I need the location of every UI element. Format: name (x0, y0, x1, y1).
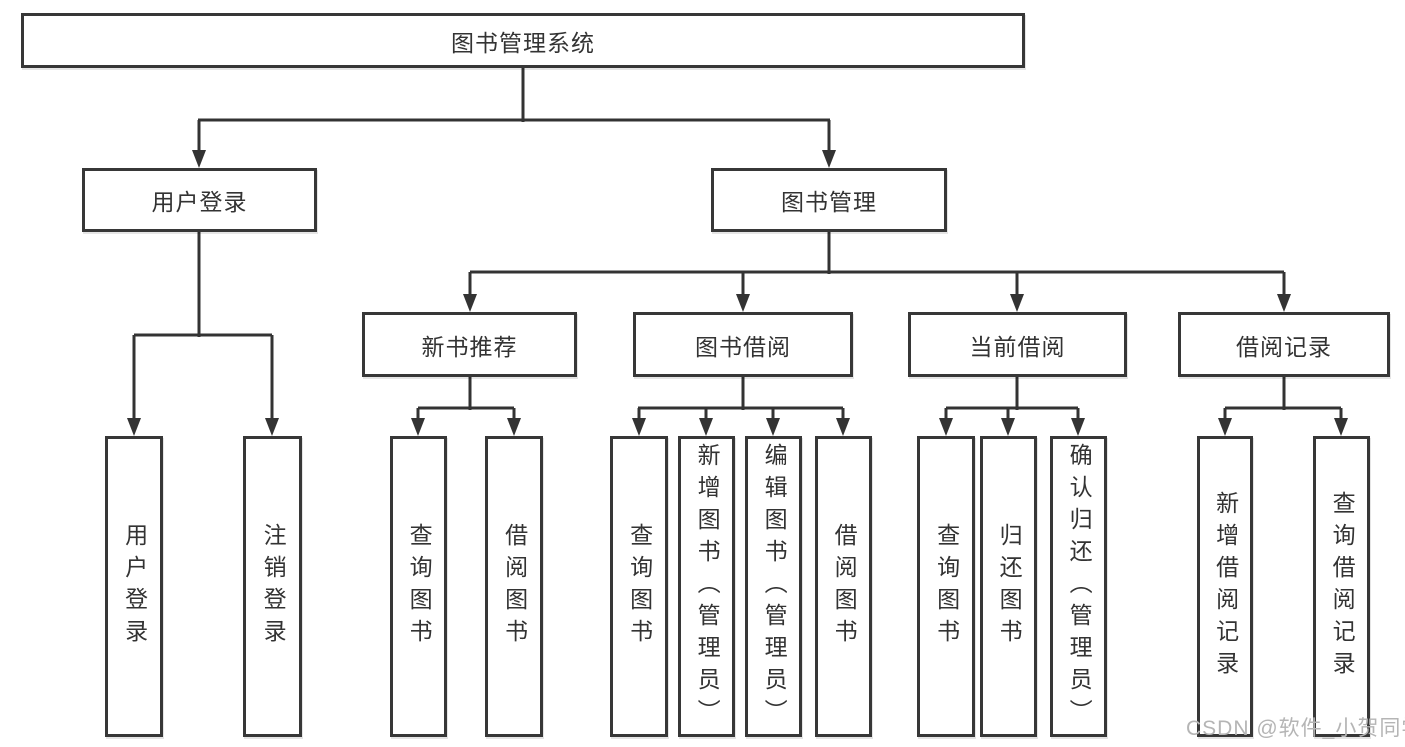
leaf-return-books-label: 归还图书 (996, 522, 1023, 651)
leaf-confirm-return-admin: 确认归还（管理员） (1050, 436, 1107, 737)
node-root: 图书管理系统 (21, 13, 1025, 68)
leaf-borrow-books-recommend-label: 借阅图书 (501, 522, 528, 651)
node-borrow-records: 借阅记录 (1178, 312, 1390, 377)
leaf-query-borrow-record: 查询借阅记录 (1313, 436, 1370, 737)
leaf-query-books-current: 查询图书 (917, 436, 975, 737)
node-book-management-label: 图书管理 (781, 189, 877, 215)
node-book-borrow: 图书借阅 (633, 312, 853, 377)
leaf-confirm-return-admin-label: 确认归还（管理员） (1066, 442, 1093, 731)
leaf-borrow-books: 借阅图书 (815, 436, 872, 737)
leaf-query-books-current-label: 查询图书 (933, 522, 960, 651)
leaf-borrow-books-label: 借阅图书 (831, 522, 858, 651)
leaf-user-login-label: 用户登录 (121, 522, 148, 651)
node-book-management: 图书管理 (711, 168, 947, 232)
node-root-label: 图书管理系统 (451, 29, 595, 56)
node-book-borrow-label: 图书借阅 (695, 333, 791, 360)
leaf-query-books-recommend-label: 查询图书 (406, 522, 433, 651)
leaf-return-books: 归还图书 (980, 436, 1037, 737)
leaf-add-books-admin-label: 新增图书（管理员） (694, 442, 721, 731)
leaf-add-borrow-record-label: 新增借阅记录 (1212, 490, 1239, 683)
leaf-query-books-borrow-label: 查询图书 (626, 522, 653, 651)
leaf-user-login: 用户登录 (105, 436, 163, 737)
leaf-edit-books-admin-label: 编辑图书（管理员） (761, 442, 788, 731)
leaf-add-borrow-record: 新增借阅记录 (1197, 436, 1253, 737)
leaf-logout: 注销登录 (243, 436, 302, 737)
leaf-add-books-admin: 新增图书（管理员） (678, 436, 735, 737)
node-current-borrow-label: 当前借阅 (969, 333, 1066, 360)
leaf-query-borrow-record-label: 查询借阅记录 (1329, 490, 1356, 683)
node-new-book-recommend: 新书推荐 (362, 312, 577, 377)
node-user-login-label: 用户登录 (151, 189, 248, 215)
node-user-login: 用户登录 (82, 168, 317, 232)
node-borrow-records-label: 借阅记录 (1236, 333, 1332, 360)
node-current-borrow: 当前借阅 (908, 312, 1127, 377)
leaf-logout-label: 注销登录 (260, 522, 287, 651)
arrowheads (127, 150, 1348, 436)
leaf-borrow-books-recommend: 借阅图书 (485, 436, 543, 737)
node-new-book-recommend-label: 新书推荐 (421, 333, 518, 360)
leaf-edit-books-admin: 编辑图书（管理员） (745, 436, 802, 737)
leaf-query-books-recommend: 查询图书 (390, 436, 447, 737)
watermark: CSDN @软件_小贺同学 (1186, 717, 1405, 740)
leaf-query-books-borrow: 查询图书 (610, 436, 668, 737)
